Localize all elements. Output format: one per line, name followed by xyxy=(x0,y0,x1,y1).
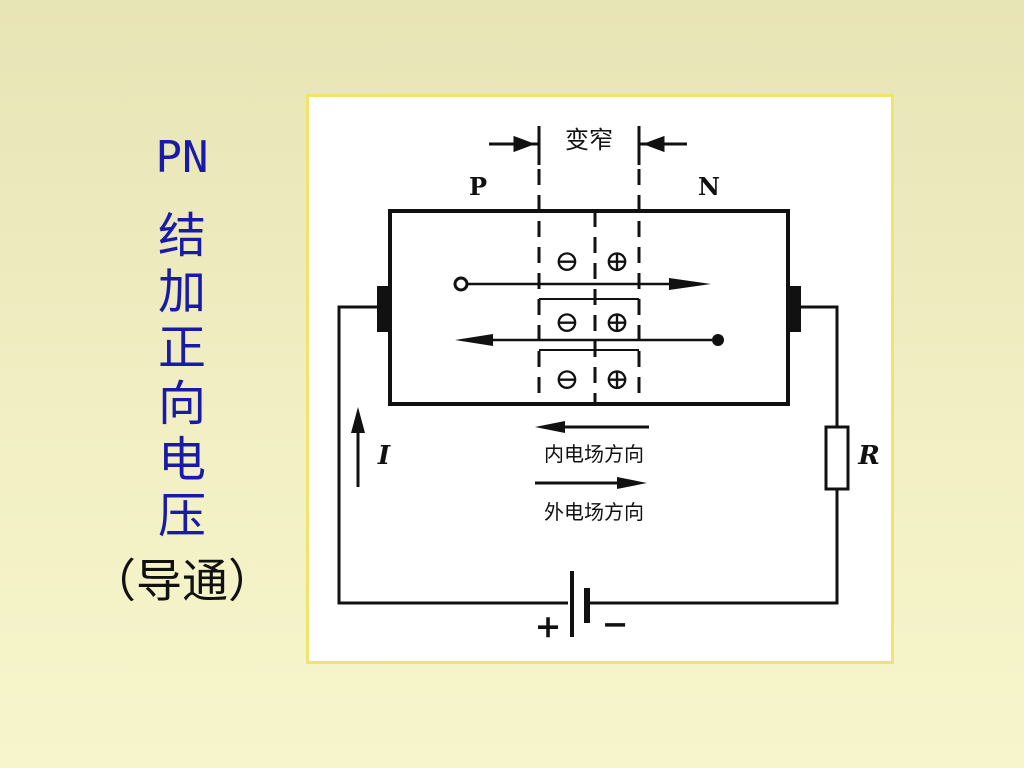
battery xyxy=(570,571,590,637)
title-pn: PN xyxy=(155,132,209,183)
current-label: I xyxy=(377,441,391,471)
resistor xyxy=(824,425,850,491)
semiconductor-block xyxy=(388,209,790,406)
positive-ions: ⊕ ⊕ ⊕ xyxy=(604,244,629,397)
ion-grid: ⊖ ⊖ ⊖ ⊕ ⊕ ⊕ xyxy=(539,244,639,397)
positive-ion-1: ⊕ xyxy=(604,244,629,279)
diagram-frame: 变窄 P N ⊖ ⊖ ⊖ ⊕ ⊕ ⊕ xyxy=(306,94,894,664)
slide-subtitle: （导通） xyxy=(90,554,274,608)
narrowing-label: 变窄 xyxy=(565,126,613,154)
narrowing-indicator xyxy=(489,126,687,165)
battery-minus-label: − xyxy=(602,605,629,643)
n-region-label: N xyxy=(698,172,720,201)
resistor-label: R xyxy=(857,441,880,471)
negative-ion-2: ⊖ xyxy=(554,305,579,340)
pn-junction-diagram: 变窄 P N ⊖ ⊖ ⊖ ⊕ ⊕ ⊕ xyxy=(337,126,880,645)
external-field-arrow xyxy=(535,477,647,489)
internal-field-arrow xyxy=(535,421,649,433)
internal-field-label: 内电场方向 xyxy=(544,442,644,466)
left-circuit-wire xyxy=(337,305,568,605)
slide-title: PN 结加正向电压 xyxy=(148,128,216,544)
left-electrode xyxy=(377,286,390,332)
external-field-label: 外电场方向 xyxy=(544,500,644,524)
electron-carrier-path xyxy=(455,334,724,346)
negative-ions: ⊖ ⊖ ⊖ xyxy=(554,244,579,397)
right-lower-wire xyxy=(589,489,839,605)
current-arrow xyxy=(351,407,365,487)
battery-plus-label: + xyxy=(535,607,562,645)
right-upper-wire xyxy=(801,305,839,427)
positive-ion-3: ⊕ xyxy=(604,362,629,397)
negative-ion-3: ⊖ xyxy=(554,362,579,397)
depletion-region-boundaries xyxy=(537,169,641,404)
right-electrode xyxy=(788,286,801,332)
p-region-label: P xyxy=(469,172,487,201)
negative-ion-1: ⊖ xyxy=(554,244,579,279)
hole-carrier-path xyxy=(453,276,711,292)
positive-ion-2: ⊕ xyxy=(604,305,629,340)
title-vertical: 结加正向电压 xyxy=(157,208,206,544)
